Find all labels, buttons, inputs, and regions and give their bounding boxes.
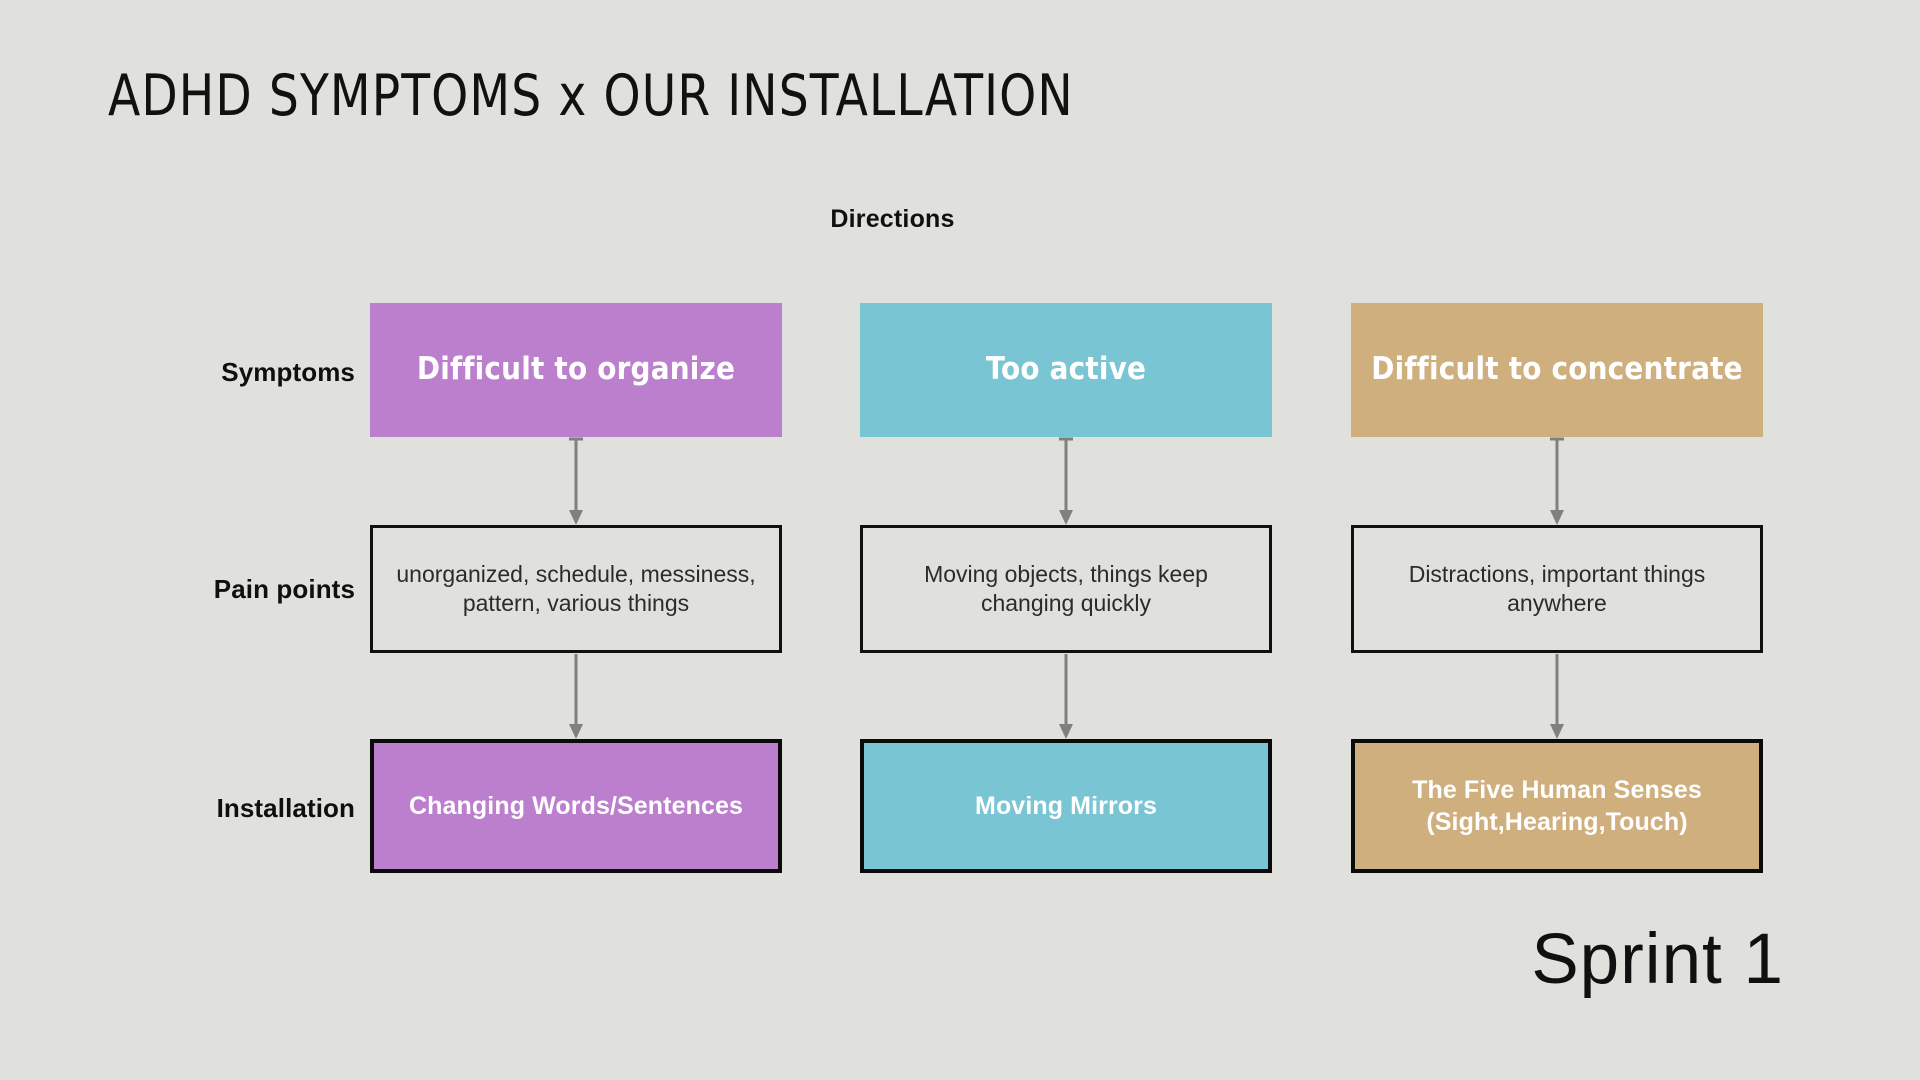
flow-arrow-down-icon — [565, 653, 587, 740]
pain-point-box[interactable]: Moving objects, things keep changing qui… — [860, 525, 1272, 653]
symptom-box[interactable]: Difficult to concentrate — [1351, 303, 1763, 437]
flow-arrow-down-icon — [1055, 653, 1077, 740]
pain-point-box-label: Distractions, important things anywhere — [1408, 560, 1706, 616]
page-title: ADHD SYMPTOMS x OUR INSTALLATION — [108, 63, 1074, 129]
symptom-box[interactable]: Difficult to organize — [370, 303, 782, 437]
row-label-pain-points: Pain points — [213, 574, 355, 604]
flow-arrow-down-icon — [1546, 653, 1568, 740]
flow-arrow-down-icon — [1055, 437, 1077, 526]
pain-point-box[interactable]: Distractions, important things anywhere — [1351, 525, 1763, 653]
installation-box-label: The Five Human Senses (Sight,Hearing,Tou… — [1412, 775, 1702, 837]
sprint-label: Sprint 1 — [1531, 920, 1784, 999]
symptom-box-label: Difficult to organize — [416, 351, 736, 388]
installation-box[interactable]: The Five Human Senses (Sight,Hearing,Tou… — [1351, 739, 1763, 873]
installation-box-label: Changing Words/Sentences — [409, 791, 743, 820]
installation-box[interactable]: Moving Mirrors — [860, 739, 1272, 873]
row-label-symptoms: Symptoms — [221, 357, 355, 387]
symptom-box[interactable]: Too active — [860, 303, 1272, 437]
flow-arrow-down-icon — [565, 437, 587, 526]
symptom-box-label: Difficult to concentrate — [1371, 351, 1743, 388]
installation-box[interactable]: Changing Words/Sentences — [370, 739, 782, 873]
pain-point-box[interactable]: unorganized, schedule, messiness, patter… — [370, 525, 782, 653]
pain-point-box-label: Moving objects, things keep changing qui… — [924, 560, 1208, 616]
directions-caption: Directions — [830, 205, 955, 233]
installation-box-label: Moving Mirrors — [975, 791, 1157, 820]
row-label-installation: Installation — [216, 793, 355, 823]
flow-arrow-down-icon — [1546, 437, 1568, 526]
symptom-box-label: Too active — [985, 351, 1147, 388]
pain-point-box-label: unorganized, schedule, messiness, patter… — [396, 560, 756, 616]
